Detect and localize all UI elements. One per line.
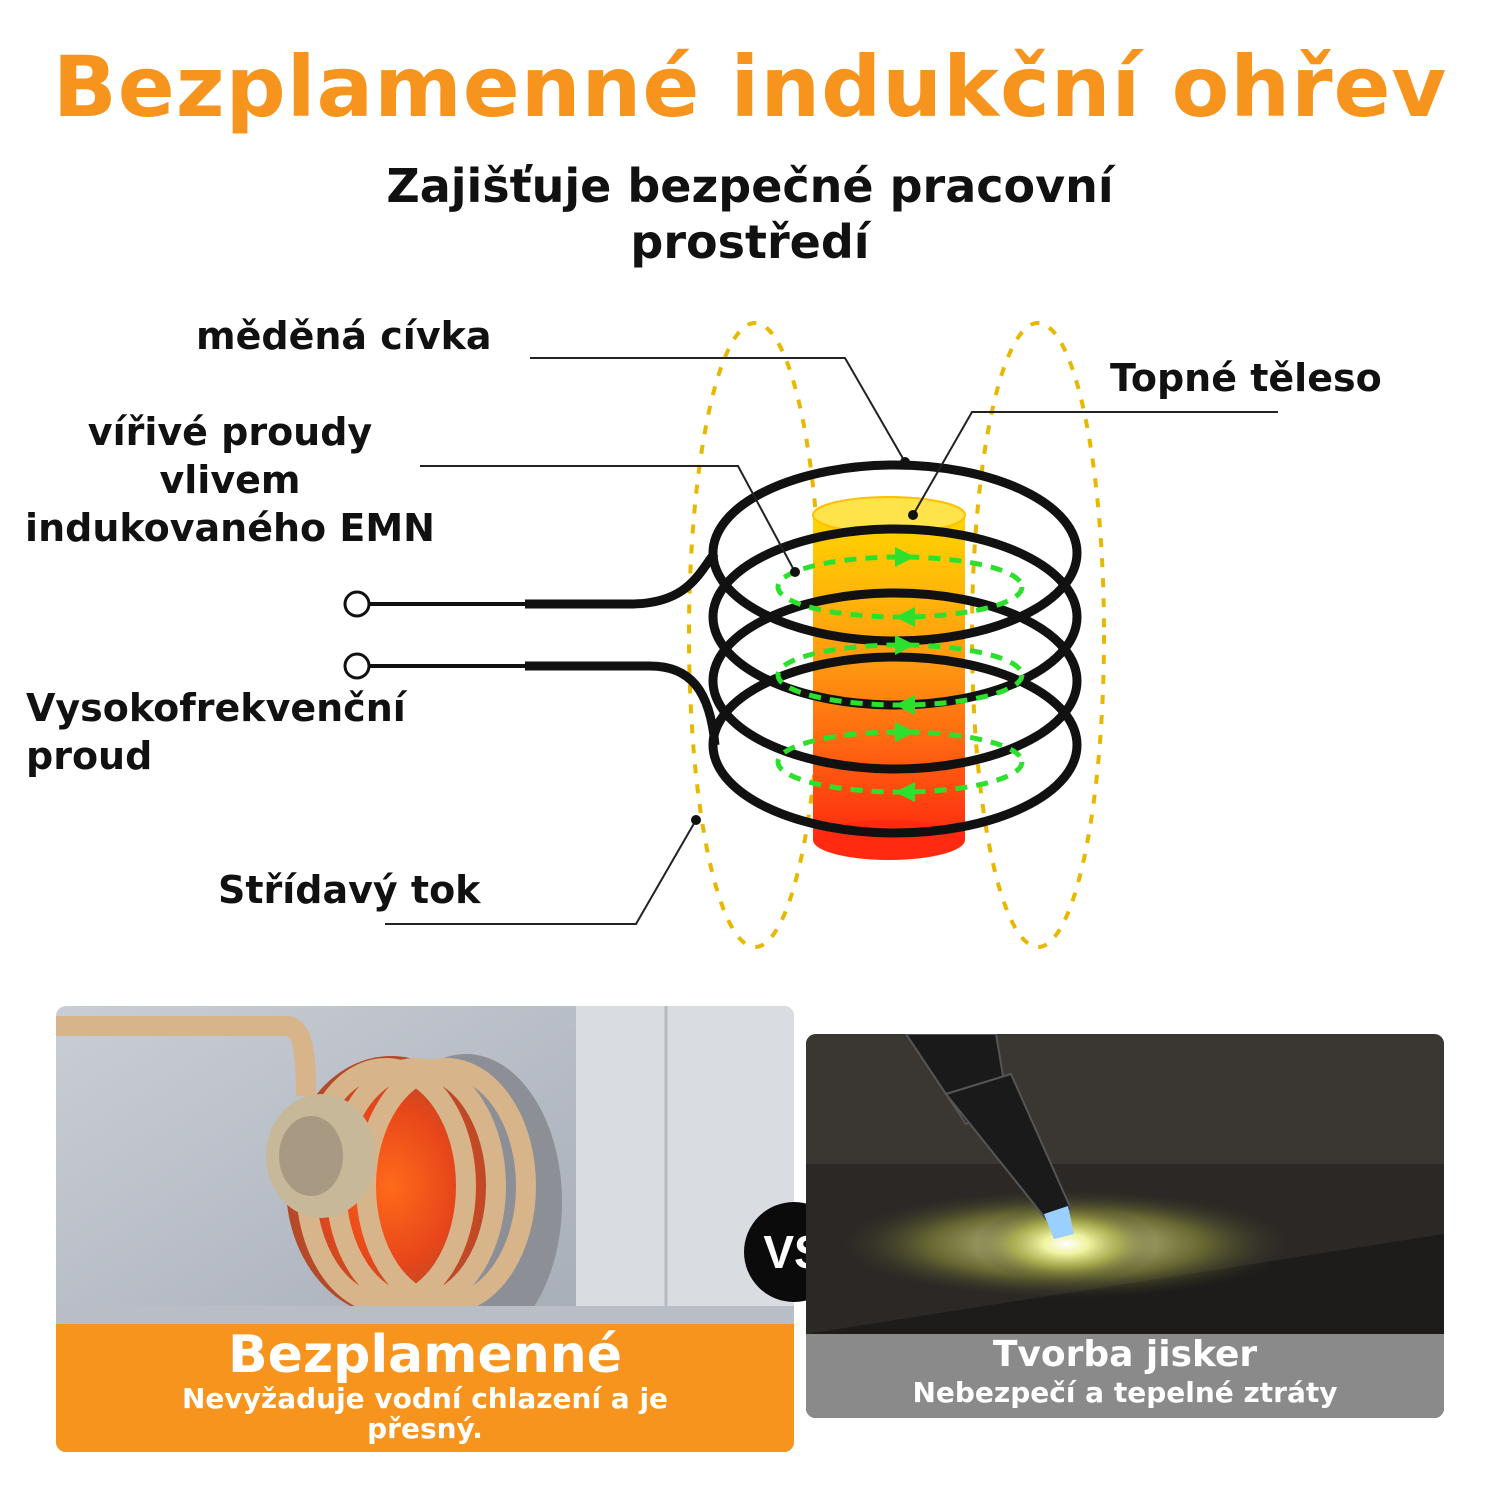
panel-sparks: Tvorba jisker Nebezpečí a tepelné ztráty	[806, 1034, 1444, 1418]
flux-line-right	[970, 321, 1106, 949]
leader-dot-eddy	[790, 567, 800, 577]
panel-flameless: Bezplamenné Nevyžaduje vodní chlazení a …	[56, 1006, 794, 1452]
induction-diagram	[343, 321, 1278, 949]
page-subtitle: Zajišťuje bezpečné pracovní prostředí	[386, 159, 1114, 269]
label-hf-line-2: proud	[26, 734, 153, 778]
copper-coil	[525, 460, 1082, 838]
heating-element	[812, 496, 966, 860]
leader-lines	[385, 357, 1278, 925]
flux-line-left	[687, 321, 823, 949]
label-eddy-line-2: vlivem	[159, 458, 301, 502]
label-copper-coil: měděná cívka	[196, 314, 492, 358]
eddy-arrows	[895, 547, 915, 802]
page-title: Bezplamenné indukční ohřev	[52, 38, 1448, 136]
sparks-title: Tvorba jisker	[992, 1334, 1258, 1375]
label-eddy-line-3: indukovaného EMN	[25, 506, 435, 550]
leader-dot-element	[908, 510, 918, 520]
label-eddy-currents: vířivé proudy vlivem indukovaného EMN	[20, 408, 440, 552]
terminal-top	[343, 590, 371, 618]
flameless-title: Bezplamenné	[227, 1325, 623, 1385]
flameless-caption-bar: Bezplamenné Nevyžaduje vodní chlazení a …	[56, 1324, 794, 1452]
flameless-subtitle: Nevyžaduje vodní chlazení a je přesný.	[181, 1382, 669, 1445]
label-heating-element: Topné těleso	[1110, 356, 1382, 400]
label-hf-current: Vysokofrekvenční proud	[26, 684, 406, 780]
leader-dot-flux	[691, 815, 701, 825]
label-alternating-flux: Střídavý tok	[218, 868, 481, 912]
coil-leads-thin	[368, 602, 525, 668]
leader-dot-coil	[900, 457, 910, 467]
label-eddy-line-1: vířivé proudy	[87, 410, 373, 454]
label-hf-line-1: Vysokofrekvenční	[26, 686, 406, 730]
sparks-subtitle: Nebezpečí a tepelné ztráty	[912, 1376, 1338, 1409]
terminal-bottom	[343, 652, 371, 680]
sparks-caption-bar: Tvorba jisker Nebezpečí a tepelné ztráty	[806, 1334, 1444, 1418]
